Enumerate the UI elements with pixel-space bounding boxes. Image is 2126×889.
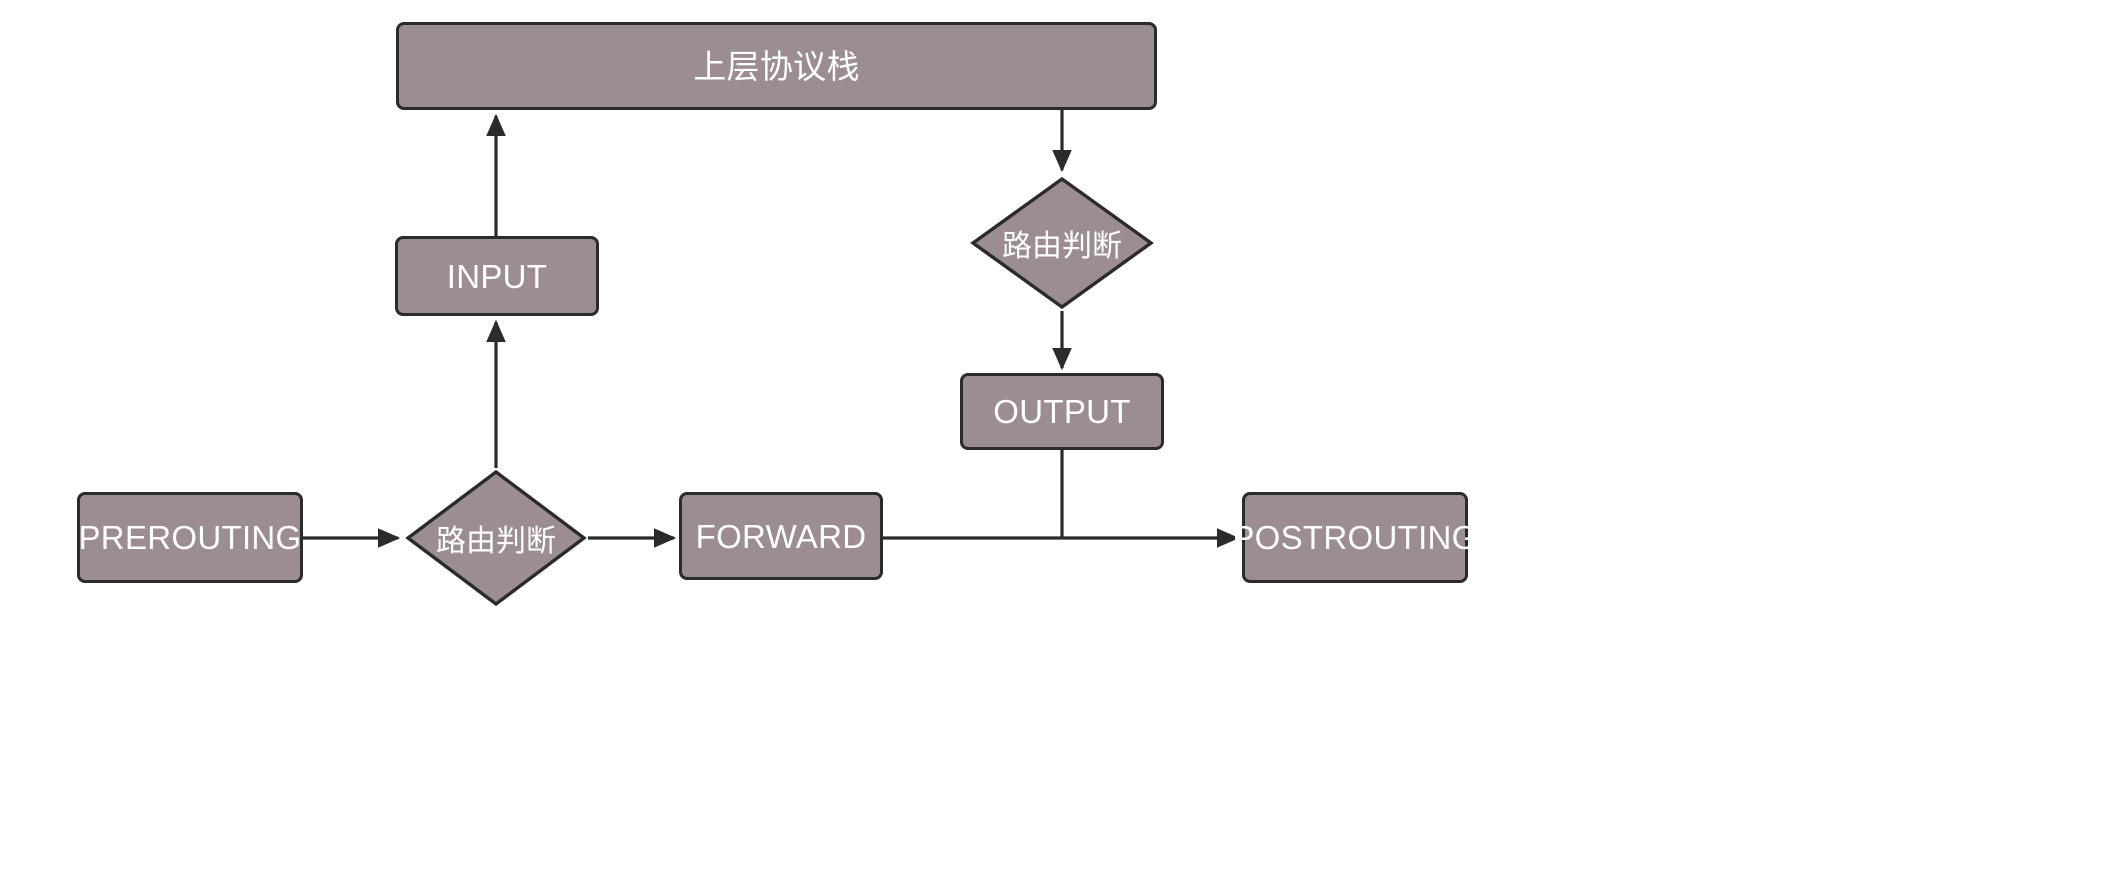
node-label-postrouting-chain: POSTROUTING (1232, 519, 1478, 556)
node-input-chain[interactable]: INPUT (395, 236, 599, 316)
node-label-input-chain: INPUT (446, 257, 548, 295)
node-label-prerouting-chain: PREROUTING (78, 519, 302, 556)
node-postrouting-chain[interactable]: POSTROUTING (1232, 492, 1477, 583)
node-upper-protocol-stack[interactable]: 上层协议栈 (396, 22, 1157, 110)
node-prerouting-chain[interactable]: PREROUTING (77, 492, 303, 583)
node-label-forward-chain: FORWARD (695, 517, 867, 555)
node-route-decision-ingress[interactable]: 路由判断 (404, 468, 588, 608)
node-forward-chain[interactable]: FORWARD (679, 492, 883, 580)
node-label-route-decision-ingress: 路由判断 (436, 525, 556, 558)
diamond-shape-route-decision-output-path (970, 176, 1154, 310)
node-route-decision-output-path[interactable]: 路由判断 (969, 175, 1155, 311)
node-output-chain[interactable]: OUTPUT (960, 373, 1164, 450)
node-label-upper-protocol-stack: 上层协议栈 (693, 47, 860, 85)
node-label-route-decision-output-path: 路由判断 (1002, 230, 1122, 263)
node-label-output-chain: OUTPUT (993, 393, 1131, 430)
diamond-shape-route-decision-ingress (405, 469, 587, 607)
